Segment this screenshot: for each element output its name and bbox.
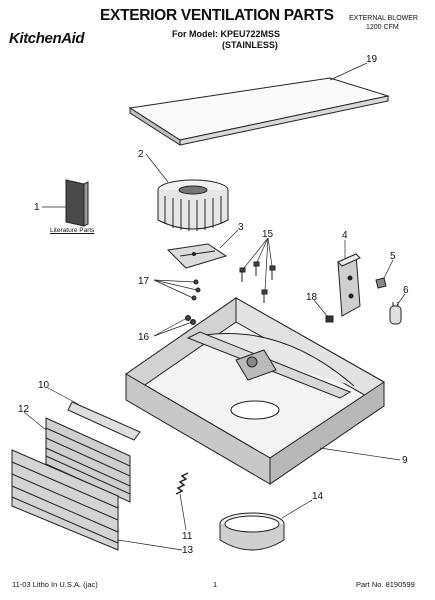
duct-collar [219,512,285,551]
top-cover-panel [128,77,390,146]
front-grille [45,417,131,503]
ground-screw [325,315,334,323]
brand-logo: KitchenAid [9,30,85,47]
callout-12: 12 [18,404,30,415]
callout-13: 14 [312,491,324,502]
trim-strip [67,401,141,441]
blower-wheel [157,179,229,231]
small-screws [191,279,201,301]
footer-part-number: Part No. 8190599 [356,580,415,589]
capacitor-clip [375,277,387,289]
model-finish: (STAINLESS) [222,40,278,50]
hex-nuts [185,315,196,325]
callout-1: 1 [34,202,40,213]
literature-booklet [65,179,89,227]
spring [175,472,189,495]
footer-page-number: 1 [213,580,218,589]
callout-5: 5 [390,251,396,262]
callout-19: 19 [366,54,378,65]
literature-parts-label: Literature Parts [50,227,95,234]
callout-18: 18 [306,292,318,303]
callout-14: 13 [182,545,194,556]
model-number: For Model: KPEU722MSS [172,29,281,39]
leader-lines [23,62,406,551]
callout-numbers: 19 2 1 3 15 4 5 17 6 18 16 10 12 9 14 11… [18,54,409,556]
callout-3: 3 [238,222,244,233]
callout-15: 15 [262,229,274,240]
blower-housing [125,297,385,485]
blower-type: EXTERNAL BLOWER [349,15,418,22]
blower-cfm: 1200 CFM [366,24,399,31]
callout-6: 6 [403,285,409,296]
callout-16: 16 [138,332,150,343]
callout-10: 10 [38,380,50,391]
mounting-screws [239,261,276,303]
mounting-bracket [166,243,228,269]
callout-2: 2 [138,149,144,160]
callout-4: 4 [342,230,348,241]
callout-9: 9 [402,455,408,466]
footer-litho: 11-03 Litho In U.S.A. (jac) [12,580,98,589]
page-title: EXTERIOR VENTILATION PARTS [100,7,334,24]
callout-11: 11 [182,531,193,542]
capacitor-bracket [337,253,361,317]
capacitor [389,302,402,325]
louver-panel [11,449,119,551]
callout-17: 17 [138,276,150,287]
